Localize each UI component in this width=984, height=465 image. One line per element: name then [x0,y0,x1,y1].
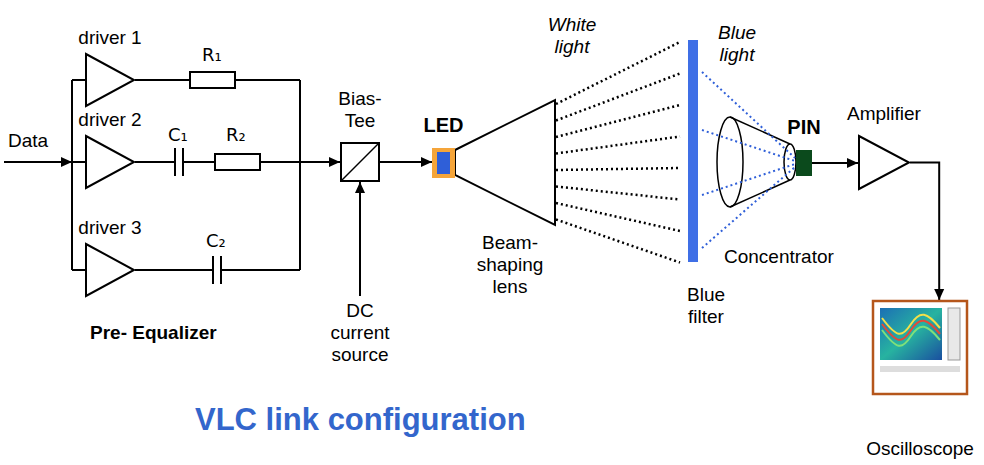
component-label: R₂ [226,124,246,146]
led-rim [432,148,455,178]
wire [221,269,300,271]
signal-arrow [812,162,858,164]
blue-light-rays [702,72,795,248]
wire [135,79,190,81]
node-label: PIN [787,116,820,138]
capacitor-symbol [174,148,176,176]
resistor-symbol [215,154,260,170]
concentrator [717,117,743,207]
led-emitter: LED [432,148,455,178]
led-emitter-outline [432,148,455,178]
light-ray [556,105,680,137]
resistor-symbol [190,72,235,88]
led-chip [437,152,450,174]
light-label: White light [543,14,601,58]
component-label: C₁ [168,124,188,146]
light-ray [556,220,680,263]
triangle-symbol [859,136,909,189]
light-ray [556,203,680,231]
triangle-symbol [86,54,134,106]
oscilloscope-monitor: Oscilloscope [872,300,968,395]
input-bus [71,80,73,270]
oscilloscope-monitor-outline [872,300,968,395]
concentrator [730,180,790,207]
light-label: Blue light [712,22,762,66]
signal-name: Data [8,130,48,152]
signal-arrow [380,161,432,163]
node-label: Oscilloscope [866,438,974,460]
light-ray [702,167,795,248]
blue-filter [688,40,698,262]
scope-screen [880,308,942,360]
branch-wire [72,269,85,271]
driver-amplifier: driver 3 [85,243,135,297]
white-light-rays [556,42,680,263]
light-ray [702,130,795,161]
part-label: Blue filter [678,284,734,328]
bias-tee-box: Bias-Tee [340,142,380,182]
dc-feed-arrow [359,182,361,296]
capacitor-symbol [212,256,214,284]
driver-amplifier: driver 2 [85,135,135,189]
receiver-amplifier-outline [858,135,910,190]
splitter-line [341,143,379,181]
triangle-symbol [86,136,134,188]
wire [260,161,340,163]
concentrator [730,117,790,144]
light-ray [556,74,680,121]
data-wire [4,161,72,163]
light-ray [556,137,680,154]
eye-trace [882,327,940,346]
control-panel [948,308,960,360]
part-label: Beam-shaping lens [458,232,562,298]
light-ray [702,164,795,195]
beam-shaping-lens [455,100,555,225]
light-ray [556,187,680,200]
detector-body [796,150,812,176]
branch-wire [72,161,85,163]
diagram-title: VLC link configuration [195,402,526,438]
pin-photodiode-outline [796,150,812,176]
node-label: driver 1 [78,27,141,49]
wire [135,161,175,163]
block-title: Pre- Equalizer [90,322,217,344]
component-label: C₂ [206,230,226,252]
driver-amplifier-outline [85,243,135,297]
component-label: R₁ [202,44,222,66]
box-outline [341,143,379,181]
driver-amplifier: driver 1 [85,53,135,107]
node-label: LED [424,114,464,136]
branch-wire [72,79,85,81]
scope-bezel [880,366,960,372]
light-ray [556,168,680,170]
driver-amplifier-outline [85,53,135,107]
driver-amplifier-outline [85,135,135,189]
node-label: Amplifier [847,103,921,125]
output-bus [299,80,301,270]
wire [135,269,213,271]
wire [183,161,215,163]
node-label: driver 2 [78,109,141,131]
eye-pattern [882,315,940,346]
node-label: Bias-Tee [334,88,386,132]
source-label: DC current source [322,300,398,366]
triangle-symbol [86,244,134,296]
bias-tee-box-outline [340,142,380,182]
receiver-amplifier: Amplifier [858,135,910,190]
signal-arrow [910,163,939,301]
monitor-frame [873,301,967,394]
light-ray [702,72,795,158]
part-label: Concentrator [724,246,834,268]
node-label: driver 3 [78,217,141,239]
pin-photodiode: PIN [796,150,812,176]
wire [235,79,300,81]
